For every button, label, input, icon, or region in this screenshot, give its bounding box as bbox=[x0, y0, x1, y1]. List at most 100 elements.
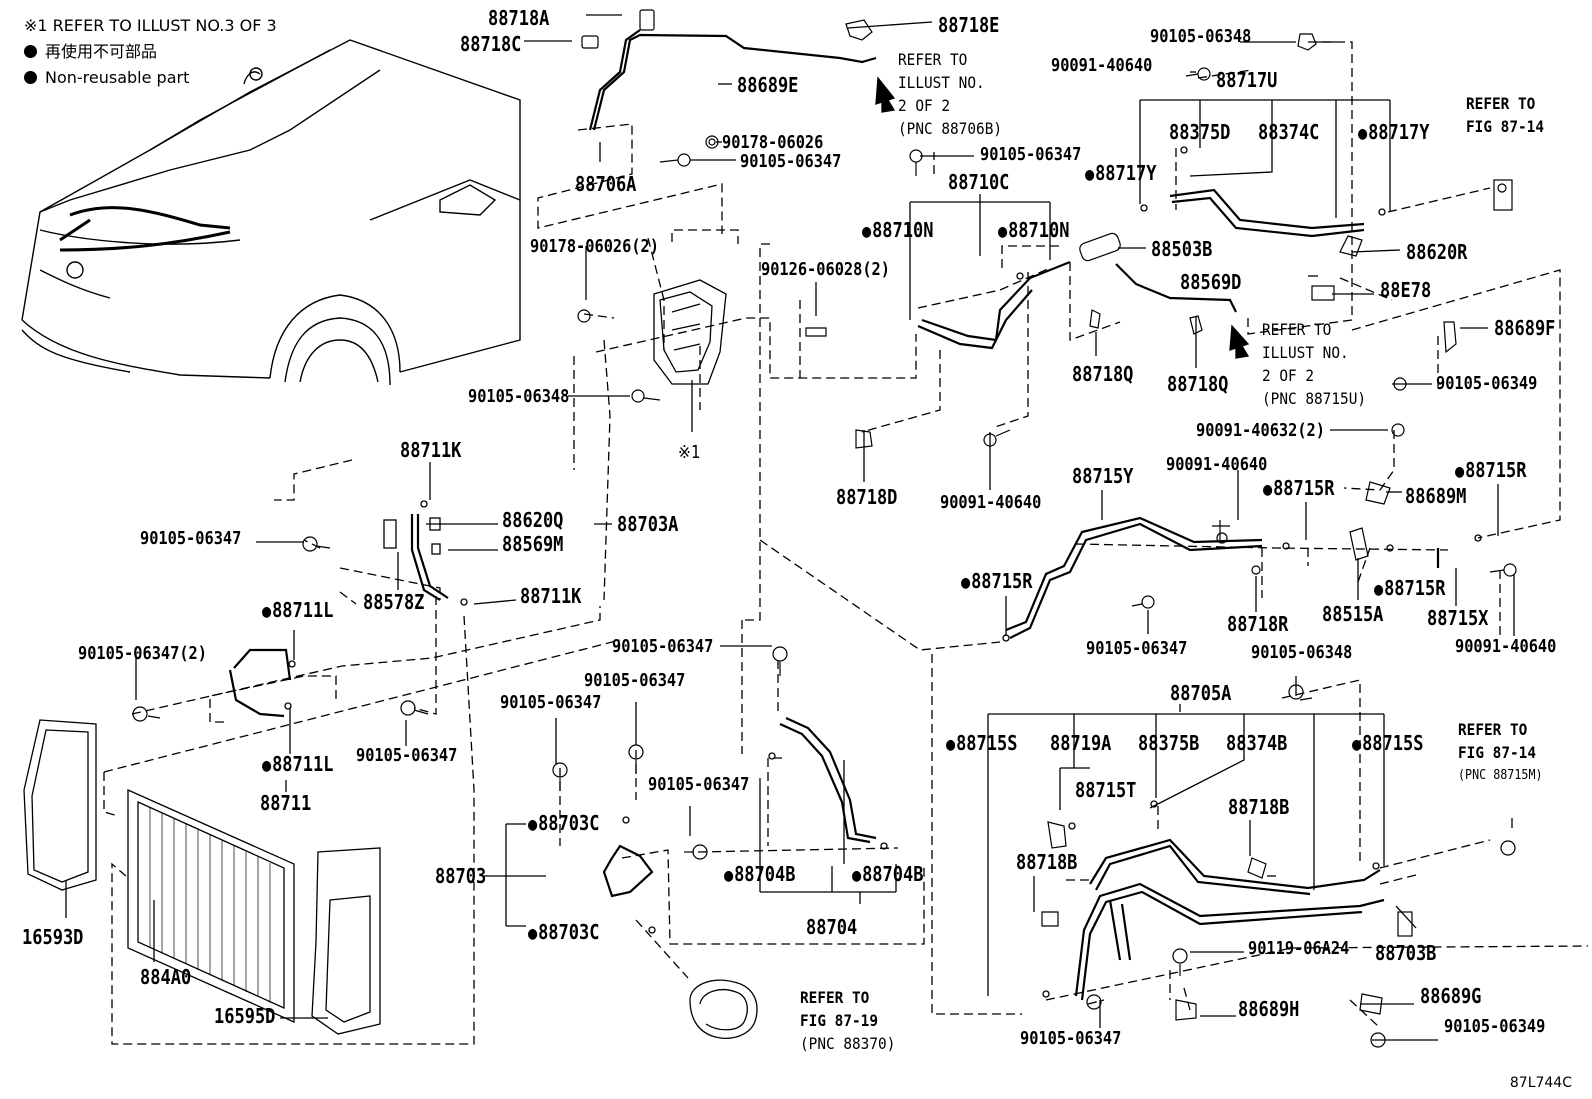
part-number-label[interactable]: 90091-40640 bbox=[1166, 454, 1268, 475]
part-number-label[interactable]: 88718C bbox=[460, 32, 522, 56]
part-number-label[interactable]: 90105-06347 bbox=[612, 636, 714, 657]
part-number-label[interactable]: 88719A bbox=[1050, 731, 1112, 755]
part-number-label[interactable]: 90105-06347 bbox=[980, 144, 1082, 165]
part-number-label[interactable]: 90105-06349 bbox=[1444, 1016, 1546, 1037]
part-number-label[interactable]: 88717Y bbox=[1358, 122, 1429, 143]
refer-note-88706b[interactable]: REFER TO ILLUST NO. 2 OF 2 (PNC 88706B) bbox=[898, 48, 1002, 140]
part-number-label[interactable]: 88718R bbox=[1227, 612, 1289, 636]
part-number-label[interactable]: 90091-40640 bbox=[1455, 636, 1557, 657]
part-number-label[interactable]: 88715S bbox=[1352, 733, 1423, 754]
part-number-label[interactable]: 90091-40640 bbox=[1051, 55, 1153, 76]
part-number-label[interactable]: 88715X bbox=[1427, 606, 1489, 630]
part-number-label[interactable]: 88715R bbox=[1263, 478, 1334, 499]
part-number-label[interactable]: 88718A bbox=[488, 6, 550, 30]
part-number-label[interactable]: 16593D bbox=[22, 925, 84, 949]
part-number-label[interactable]: 88717U bbox=[1216, 68, 1278, 92]
refer-line: ILLUST NO. bbox=[1262, 343, 1349, 362]
part-number-label[interactable]: 88711K bbox=[520, 584, 582, 608]
part-number-label[interactable]: 88375D bbox=[1169, 120, 1231, 144]
part-number-label[interactable]: 88718B bbox=[1228, 795, 1290, 819]
part-number-label[interactable]: 884A0 bbox=[140, 965, 192, 989]
part-number-label[interactable]: 90105-06347 bbox=[140, 528, 242, 549]
legend: ※1 REFER TO ILLUST NO.3 OF 3 再使用不可部品 Non… bbox=[24, 13, 277, 91]
refer-note-88370[interactable]: REFER TO FIG 87-19 (PNC 88370) bbox=[800, 986, 895, 1055]
refer-note-fig-87-14[interactable]: REFER TO FIG 87-14 bbox=[1466, 92, 1544, 138]
refer-line: 2 OF 2 bbox=[1262, 366, 1315, 385]
part-number-label[interactable]: 90178-06026 bbox=[722, 132, 824, 153]
figure-code: 87L744C bbox=[1509, 1075, 1572, 1091]
part-number-label[interactable]: 88705A bbox=[1170, 681, 1232, 705]
part-number-label[interactable]: 90105-06349 bbox=[1436, 373, 1538, 394]
part-number-label[interactable]: 88704B bbox=[724, 864, 795, 885]
refer-note-88715u[interactable]: REFER TO ILLUST NO. 2 OF 2 (PNC 88715U) bbox=[1262, 318, 1366, 410]
part-number-label[interactable]: 90105-06347(2) bbox=[78, 643, 207, 664]
part-number-label[interactable]: 88711L bbox=[262, 754, 333, 775]
part-number-label[interactable]: 88715R bbox=[961, 571, 1032, 592]
part-number-label[interactable]: 88710N bbox=[862, 220, 933, 241]
part-number-label[interactable]: 88E78 bbox=[1380, 278, 1432, 302]
part-number-label[interactable]: 88704 bbox=[806, 915, 858, 939]
legend-en-text: Non-reusable part bbox=[45, 68, 190, 87]
part-number-label[interactable]: 88718Q bbox=[1167, 372, 1229, 396]
part-number-label[interactable]: 90105-06347 bbox=[356, 745, 458, 766]
part-number-label[interactable]: 90105-06348 bbox=[1150, 26, 1252, 47]
part-number-label[interactable]: 90105-06348 bbox=[468, 386, 570, 407]
part-number-label[interactable]: 88718D bbox=[836, 485, 898, 509]
legend-non-reusable-en: Non-reusable part bbox=[24, 65, 277, 91]
part-number-label[interactable]: 88715T bbox=[1075, 778, 1137, 802]
part-number-label[interactable]: 88718E bbox=[938, 13, 1000, 37]
part-number-label[interactable]: 88569M bbox=[502, 532, 564, 556]
part-number-label[interactable]: 90105-06347 bbox=[584, 670, 686, 691]
part-number-label[interactable]: 88703 bbox=[435, 864, 487, 888]
part-number-label[interactable]: 88620Q bbox=[502, 508, 564, 532]
part-number-label[interactable]: 90126-06028(2) bbox=[761, 259, 890, 280]
part-number-label[interactable]: 88689F bbox=[1494, 316, 1556, 340]
refer-line: FIG 87-19 bbox=[800, 1011, 879, 1030]
part-number-label[interactable]: 88711 bbox=[260, 791, 312, 815]
part-number-label[interactable]: 88715R bbox=[1455, 460, 1526, 481]
part-number-label[interactable]: 88711L bbox=[262, 600, 333, 621]
part-number-label[interactable]: 88704B bbox=[852, 864, 923, 885]
part-number-label[interactable]: 88711K bbox=[400, 438, 462, 462]
part-number-label[interactable]: 88703C bbox=[528, 813, 599, 834]
part-number-label[interactable]: 88569D bbox=[1180, 270, 1242, 294]
part-number-label[interactable]: 88718B bbox=[1016, 850, 1078, 874]
note-marker-1[interactable]: ※1 bbox=[678, 442, 701, 463]
part-number-label[interactable]: 88620R bbox=[1406, 240, 1468, 264]
part-number-label[interactable]: 90105-06348 bbox=[1251, 642, 1353, 663]
part-number-label[interactable]: 88374C bbox=[1258, 120, 1320, 144]
part-number-label[interactable]: 88715S bbox=[946, 733, 1017, 754]
part-number-label[interactable]: 88689G bbox=[1420, 984, 1482, 1008]
part-number-label[interactable]: 88515A bbox=[1322, 602, 1384, 626]
refer-line: REFER TO bbox=[800, 988, 870, 1007]
part-number-label[interactable]: 88703A bbox=[617, 512, 679, 536]
part-number-label[interactable]: 90105-06347 bbox=[500, 692, 602, 713]
part-number-label[interactable]: 88715Y bbox=[1072, 464, 1134, 488]
part-number-label[interactable]: 88703B bbox=[1375, 941, 1437, 965]
part-number-label[interactable]: 16595D bbox=[214, 1004, 276, 1028]
part-number-label[interactable]: 90105-06347 bbox=[740, 151, 842, 172]
part-number-label[interactable]: 88578Z bbox=[363, 590, 425, 614]
part-number-label[interactable]: 90091-40640 bbox=[940, 492, 1042, 513]
part-number-label[interactable]: 88689E bbox=[737, 73, 799, 97]
part-number-label[interactable]: 88717Y bbox=[1085, 163, 1156, 184]
part-number-label[interactable]: 88710C bbox=[948, 170, 1010, 194]
part-number-label[interactable]: 88374B bbox=[1226, 731, 1288, 755]
part-number-label[interactable]: 88375B bbox=[1138, 731, 1200, 755]
part-number-label[interactable]: 88503B bbox=[1151, 237, 1213, 261]
part-number-label[interactable]: 88703C bbox=[528, 922, 599, 943]
refer-line: FIG 87-14 bbox=[1466, 117, 1545, 136]
part-number-label[interactable]: 90178-06026(2) bbox=[530, 236, 659, 257]
part-number-label[interactable]: 90091-40632(2) bbox=[1196, 420, 1325, 441]
part-number-label[interactable]: 88689M bbox=[1405, 484, 1467, 508]
part-number-label[interactable]: 88689H bbox=[1238, 997, 1300, 1021]
part-number-label[interactable]: 90119-06A24 bbox=[1248, 938, 1350, 959]
part-number-label[interactable]: 88706A bbox=[575, 172, 637, 196]
part-number-label[interactable]: 88715R bbox=[1374, 578, 1445, 599]
part-number-label[interactable]: 90105-06347 bbox=[1020, 1028, 1122, 1049]
refer-note-88715m[interactable]: REFER TO FIG 87-14 (PNC 88715M) bbox=[1458, 718, 1543, 787]
part-number-label[interactable]: 88710N bbox=[998, 220, 1069, 241]
part-number-label[interactable]: 90105-06347 bbox=[1086, 638, 1188, 659]
part-number-label[interactable]: 88718Q bbox=[1072, 362, 1134, 386]
part-number-label[interactable]: 90105-06347 bbox=[648, 774, 750, 795]
